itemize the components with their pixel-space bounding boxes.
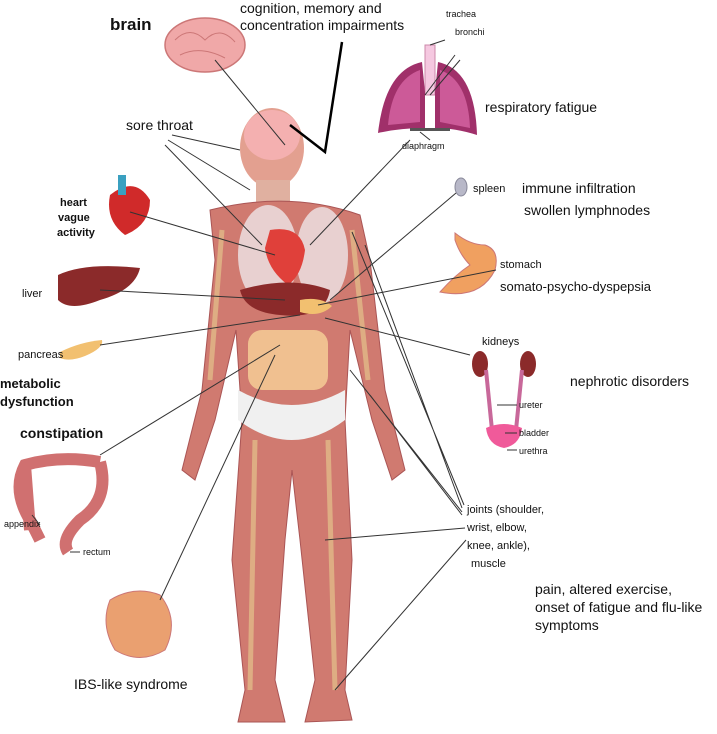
constipation-label: constipation — [20, 425, 103, 441]
stomach-illustration — [439, 231, 497, 295]
joints-label-3: knee, ankle), — [467, 540, 530, 552]
kidneys-label: kidneys — [482, 336, 520, 348]
pain-label-3: symptoms — [535, 617, 599, 633]
spleen-illustration — [454, 177, 468, 197]
brain-label: brain — [110, 15, 152, 34]
human-body — [181, 108, 406, 723]
bronchi-label: bronchi — [455, 27, 485, 37]
respiratory-label: respiratory fatigue — [485, 99, 597, 115]
cognition-label-2: concentration impairments — [240, 17, 404, 33]
nephrotic-label: nephrotic disorders — [570, 373, 689, 389]
sore-throat-label: sore throat — [126, 117, 193, 133]
joints-label-1: joints (shoulder, — [466, 504, 544, 516]
metabolic-label-2: dysfunction — [0, 394, 74, 409]
spleen-label: spleen — [473, 183, 505, 195]
ureter-label: ureter — [519, 400, 543, 410]
immune-label-2: swollen lymphnodes — [524, 202, 650, 218]
metabolic-label-1: metabolic — [0, 376, 61, 391]
appendix-label: appendix — [4, 519, 41, 529]
liver-illustration — [58, 266, 140, 306]
urethra-label: urethra — [519, 446, 548, 456]
joints-label-2: wrist, elbow, — [466, 522, 527, 534]
pain-label-1: pain, altered exercise, — [535, 581, 672, 597]
dyspepsia-label: somato-psycho-dyspepsia — [500, 279, 652, 294]
kidneys-illustration — [472, 351, 536, 448]
activity-label: activity — [57, 227, 96, 239]
ibs-label: IBS-like syndrome — [74, 676, 188, 692]
body-heart — [265, 229, 305, 285]
cognition-label-1: cognition, memory and — [240, 0, 382, 16]
vague-label: vague — [58, 212, 90, 224]
body-intestines — [248, 330, 328, 390]
heart-label: heart — [60, 197, 87, 209]
colon-illustration — [13, 453, 109, 556]
rectum-label: rectum — [83, 547, 111, 557]
pain-label-2: onset of fatigue and flu-like — [535, 599, 703, 615]
pancreas-label: pancreas — [18, 349, 64, 361]
diaphragm-label: diaphragm — [402, 141, 445, 151]
joints-label-4: muscle — [471, 558, 506, 570]
heart-illustration — [109, 175, 150, 235]
pancreas-illustration — [60, 340, 103, 360]
liver-label: liver — [22, 288, 43, 300]
trachea-label: trachea — [446, 9, 476, 19]
small-intestine-illustration — [105, 590, 172, 658]
leader-lines — [31, 39, 517, 691]
lungs-illustration — [378, 44, 477, 135]
immune-label-1: immune infiltration — [522, 180, 636, 196]
brain-illustration — [164, 17, 246, 73]
stomach-label: stomach — [500, 259, 542, 271]
bladder-label: bladder — [519, 428, 549, 438]
